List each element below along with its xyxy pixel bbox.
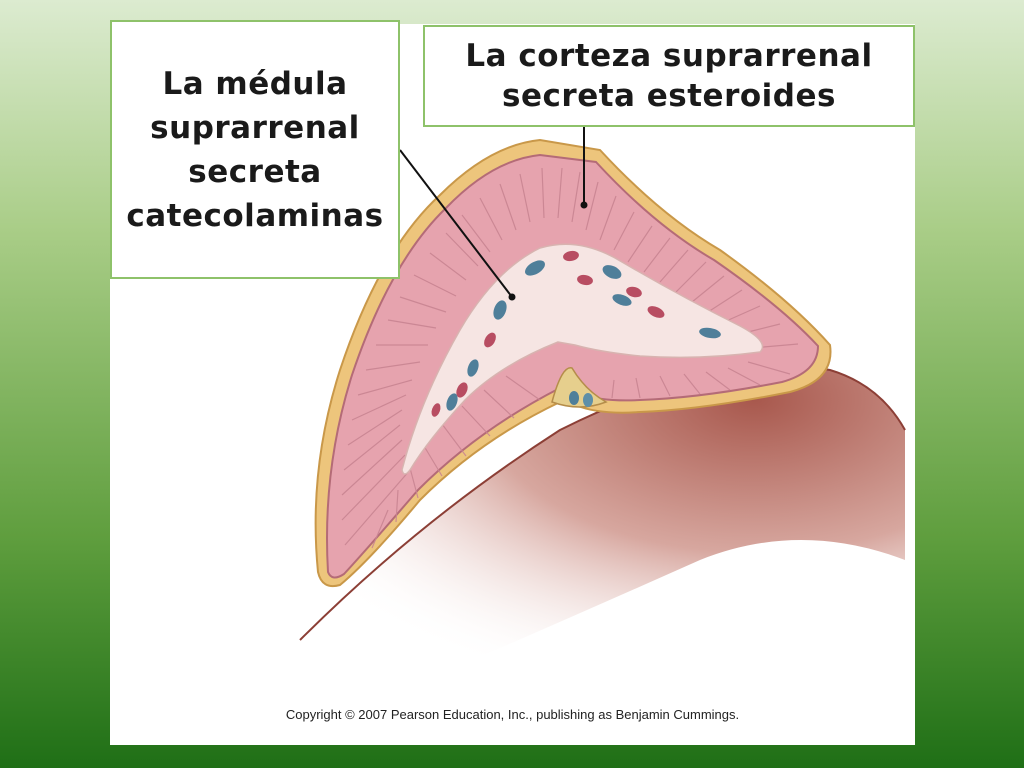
medulla-layer xyxy=(401,243,764,475)
cortex-leader-dot xyxy=(580,201,588,209)
medulla-leader-line xyxy=(399,149,513,298)
medulla-label-line: secreta xyxy=(188,153,322,190)
copyright-notice: Copyright © 2007 Pearson Education, Inc.… xyxy=(285,707,740,722)
vessel xyxy=(569,391,579,405)
medulla-label-box: La médula suprarrenal secreta catecolami… xyxy=(110,20,400,279)
medulla-leader-dot xyxy=(508,293,516,301)
medulla-label-line: catecolaminas xyxy=(126,197,384,234)
medulla-label-line: La médula xyxy=(162,65,348,102)
cortex-striations xyxy=(341,167,799,549)
cortex-label-line: secreta esteroides xyxy=(502,78,836,114)
medulla-vessels xyxy=(431,250,721,417)
vessel xyxy=(583,393,593,407)
kidney-surface xyxy=(300,366,905,705)
cortex-label-box: La corteza suprarrenal secreta esteroide… xyxy=(423,25,915,127)
cortex-label-line: La corteza suprarrenal xyxy=(465,38,873,74)
medulla-label-line: suprarrenal xyxy=(150,109,360,146)
